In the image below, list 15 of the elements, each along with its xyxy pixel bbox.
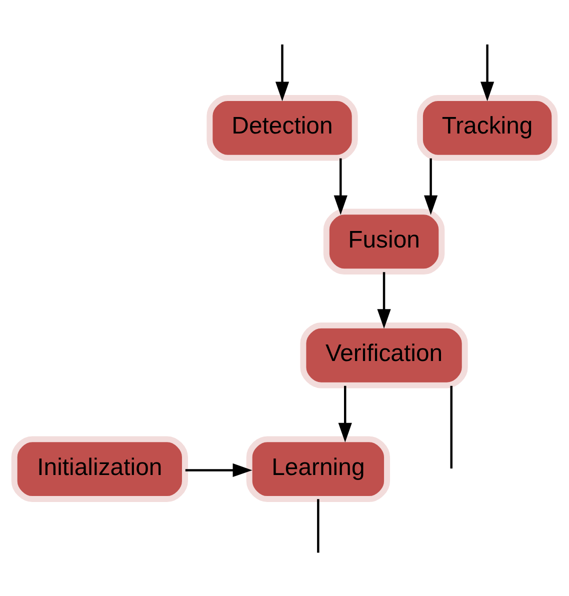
node-box: Tracking [416,94,558,160]
arrow [334,158,348,214]
arrow [480,44,494,101]
node-box: Initialization [11,436,188,502]
arrow [185,462,252,477]
node-box: Learning [246,436,390,502]
node-box: Detection [206,94,358,160]
arrow [338,385,352,442]
arrow [275,44,290,101]
connector [450,385,452,468]
node-box: Fusion [323,208,445,274]
arrow [377,272,391,328]
arrow [424,158,438,214]
connector [317,498,320,552]
node-box: Verification [300,322,468,388]
